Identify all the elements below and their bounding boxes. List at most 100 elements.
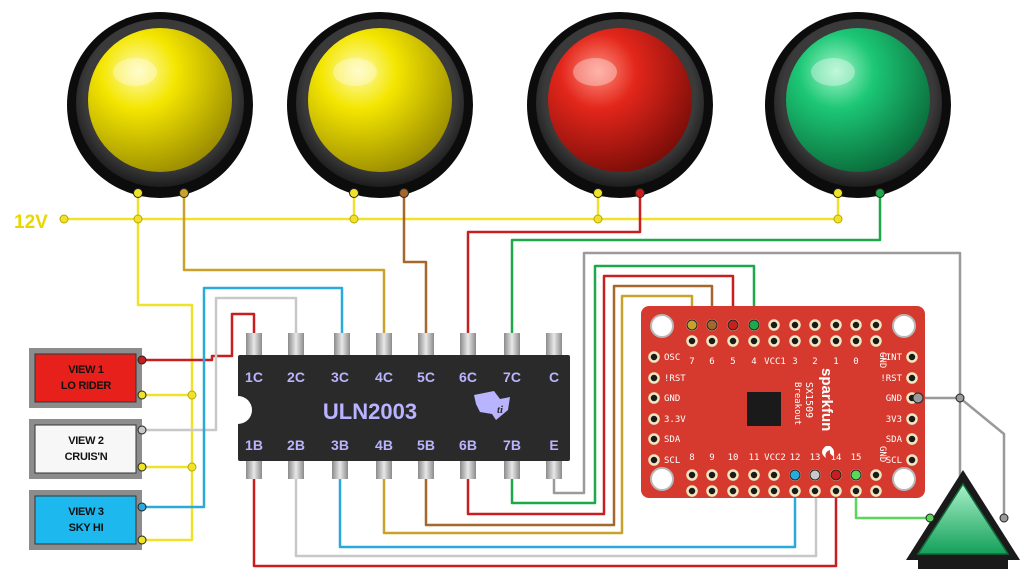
svg-text:6B: 6B — [459, 437, 477, 453]
svg-text:GND: GND — [886, 394, 902, 404]
svg-text:3C: 3C — [331, 369, 349, 385]
board-branding: sparkfun SX1509 Breakout — [792, 368, 835, 431]
svg-text:5B: 5B — [417, 437, 435, 453]
wire-gnd-triangle — [959, 397, 1006, 518]
lamp-red — [527, 12, 713, 198]
chip-top-pins — [246, 333, 562, 357]
board-right-labels: !INT !RST GND 3V3 SDA SCL — [880, 353, 902, 466]
svg-text:5C: 5C — [417, 369, 435, 385]
svg-text:3.3V: 3.3V — [664, 415, 686, 425]
svg-text:1: 1 — [833, 357, 838, 367]
wire-lamp3-6c — [466, 193, 642, 335]
lamp-green — [765, 12, 951, 198]
svg-text:VCC1: VCC1 — [764, 357, 786, 367]
board-subtitle: Breakout — [792, 382, 802, 425]
board-ic — [747, 392, 781, 426]
button-view2-line2: CRUIS'N — [65, 451, 108, 463]
board-wire-dots — [686, 319, 965, 481]
ti-logo-icon: ti — [474, 391, 510, 420]
lamp-yellow-1 — [67, 12, 253, 198]
wire-5b-6 — [424, 284, 714, 527]
wire-btn3-3c — [142, 286, 344, 509]
svg-text:SCL: SCL — [886, 456, 902, 466]
button-view3-line2: SKY HI — [69, 522, 104, 534]
svg-text:14: 14 — [831, 453, 842, 463]
junction-dots — [59, 214, 843, 472]
svg-text:9: 9 — [709, 453, 714, 463]
lamp-terminals — [133, 188, 885, 198]
svg-text:7B: 7B — [503, 437, 521, 453]
svg-text:ti: ti — [497, 404, 504, 416]
chip-notch — [238, 396, 252, 424]
svg-text:12: 12 — [790, 453, 801, 463]
svg-text:GND: GND — [664, 394, 680, 404]
svg-text:1C: 1C — [245, 369, 263, 385]
svg-text:SCL: SCL — [664, 456, 680, 466]
sx1509-board: 7 6 5 4 VCC1 3 2 1 0 GND 8 9 10 11 VCC2 … — [641, 306, 965, 498]
wire-lamp4-7c — [510, 193, 882, 335]
button-view1[interactable]: VIEW 1 LO RIDER — [29, 348, 142, 408]
wire-lamp1-4c — [182, 193, 386, 335]
svg-text:VCC2: VCC2 — [764, 453, 786, 463]
button-view2-line1: VIEW 2 — [68, 435, 104, 447]
board-bottom-labels: 8 9 10 11 VCC2 12 13 14 15 GND — [689, 446, 887, 463]
svg-text:C: C — [549, 369, 559, 385]
svg-text:7: 7 — [689, 357, 694, 367]
svg-text:4: 4 — [751, 357, 756, 367]
board-left-labels: OSC !RST GND 3.3V SDA SCL — [664, 353, 686, 466]
wire-3b-12 — [338, 465, 797, 549]
svg-text:E: E — [549, 437, 558, 453]
svg-text:GND: GND — [877, 352, 887, 368]
board-brand: sparkfun — [818, 368, 835, 431]
wire-btn2-2c — [142, 296, 298, 432]
svg-text:11: 11 — [749, 453, 760, 463]
button-view1-line2: LO RIDER — [61, 380, 112, 392]
svg-text:6C: 6C — [459, 369, 477, 385]
button-view3[interactable]: VIEW 3 SKY HI — [29, 490, 142, 550]
svg-text:3: 3 — [792, 357, 797, 367]
triangle-button[interactable] — [906, 470, 1020, 569]
button-view3-line1: VIEW 3 — [68, 506, 104, 518]
svg-text:1B: 1B — [245, 437, 263, 453]
svg-text:!INT: !INT — [880, 353, 902, 363]
svg-text:SDA: SDA — [886, 435, 903, 445]
svg-text:!RST: !RST — [880, 374, 902, 384]
wire-7b-4 — [510, 264, 756, 505]
svg-text:3B: 3B — [331, 437, 349, 453]
svg-text:2B: 2B — [287, 437, 305, 453]
svg-text:6: 6 — [709, 357, 714, 367]
wire-1b-14 — [252, 465, 838, 568]
chip-name: ULN2003 — [323, 399, 417, 424]
svg-text:OSC: OSC — [664, 353, 680, 363]
board-body — [641, 306, 925, 498]
svg-text:4C: 4C — [375, 369, 393, 385]
svg-text:13: 13 — [810, 453, 821, 463]
svg-text:7C: 7C — [503, 369, 521, 385]
svg-text:3V3: 3V3 — [886, 415, 902, 425]
button-view2[interactable]: VIEW 2 CRUIS'N — [29, 419, 142, 479]
wire-btn1-1c — [142, 312, 256, 362]
board-model: SX1509 — [803, 382, 814, 418]
uln2003-chip: 1C 2C 3C 4C 5C 6C 7C C 1B 2B 3B 4B 5B 6B… — [238, 333, 570, 479]
sparkfun-flame-icon — [822, 446, 834, 458]
button-view1-line1: VIEW 1 — [68, 364, 104, 376]
svg-text:5: 5 — [730, 357, 735, 367]
svg-text:SDA: SDA — [664, 435, 681, 445]
wire-lamp2-5c — [402, 193, 428, 335]
supply-label: 12V — [14, 212, 48, 233]
wire-6b-5 — [466, 274, 735, 516]
chip-bottom-labels: 1B 2B 3B 4B 5B 6B 7B E — [245, 437, 559, 453]
button-terminals — [137, 355, 147, 545]
wire-12v-down — [136, 219, 194, 542]
svg-text:4B: 4B — [375, 437, 393, 453]
svg-text:8: 8 — [689, 453, 694, 463]
lamp-yellow-2 — [287, 12, 473, 198]
svg-text:GND: GND — [877, 446, 887, 462]
wire-4b-7 — [382, 294, 694, 535]
wire-2b-13 — [294, 465, 818, 558]
chip-top-labels: 1C 2C 3C 4C 5C 6C 7C C — [245, 369, 559, 385]
svg-text:2: 2 — [812, 357, 817, 367]
svg-text:15: 15 — [851, 453, 862, 463]
svg-text:10: 10 — [728, 453, 739, 463]
svg-text:!RST: !RST — [664, 374, 686, 384]
